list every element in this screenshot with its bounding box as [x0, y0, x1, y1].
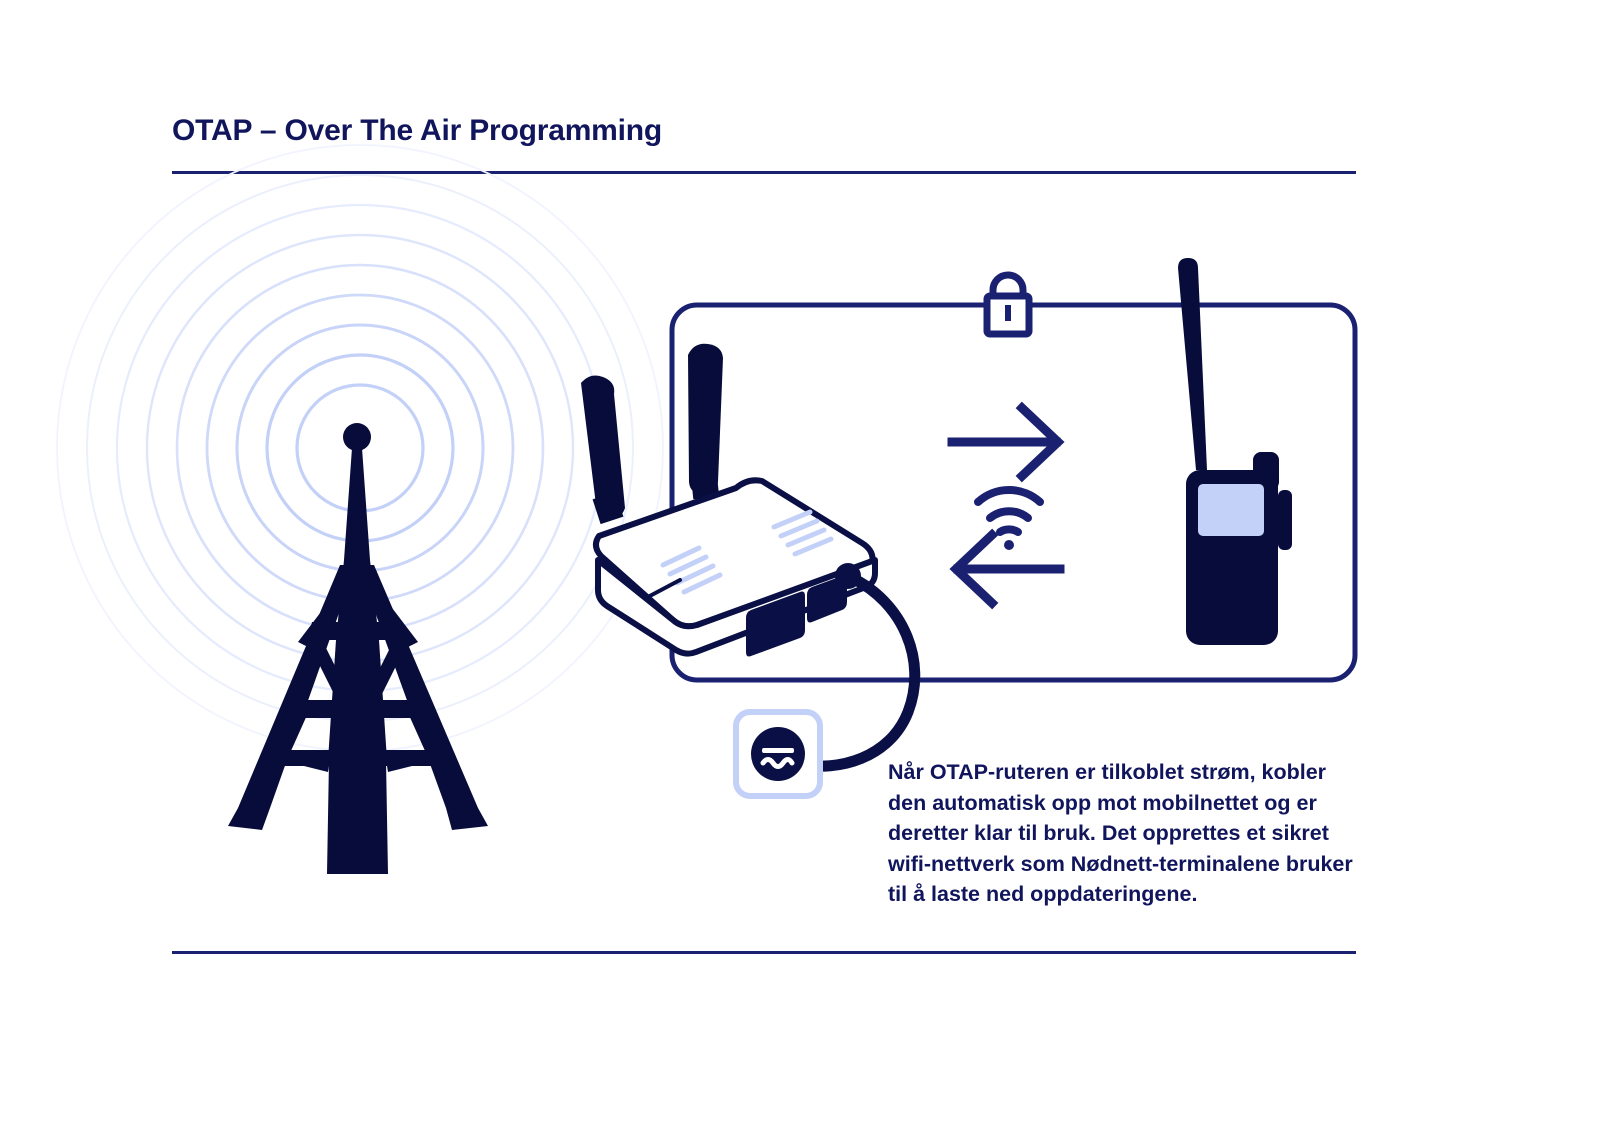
- radio-side-button: [1278, 490, 1292, 550]
- router-antenna-left: [581, 375, 625, 519]
- radio-body: [1186, 470, 1278, 645]
- radio-display: [1198, 484, 1264, 536]
- radio-antenna: [1178, 258, 1207, 470]
- page-title: OTAP – Over The Air Programming: [172, 114, 663, 147]
- otap-router: [581, 343, 878, 657]
- router-top-face: [593, 477, 876, 630]
- router-antenna-right-base: [690, 472, 720, 500]
- nodnett-handheld-radio: [1178, 258, 1292, 645]
- router-port-small: [807, 575, 847, 623]
- secure-connection-lock: [983, 271, 1033, 338]
- wifi-signal: [974, 486, 1044, 550]
- router-vents-right: [771, 509, 834, 557]
- header-divider: [172, 171, 1356, 174]
- arrow-left: [949, 528, 1065, 610]
- router-front-face: [595, 557, 878, 657]
- secure-network-frame: [669, 302, 1358, 683]
- router-vents-left: [660, 545, 723, 595]
- power-outlet-ac: [733, 709, 823, 799]
- radio-side-knob: [1253, 452, 1279, 490]
- router-power-jack: [835, 563, 861, 589]
- radio-waves: [56, 144, 664, 752]
- caption-text: Når OTAP-ruteren er tilkoblet strøm, kob…: [888, 760, 1353, 906]
- router-antenna-right: [688, 343, 723, 494]
- router-antenna-left-base: [592, 491, 624, 525]
- power-cable: [794, 572, 921, 772]
- arrow-right: [947, 401, 1065, 483]
- radio-mast-tower: [228, 423, 488, 874]
- router-port-large: [746, 591, 805, 657]
- footer-divider: [172, 951, 1356, 954]
- router-top-slot: [644, 578, 682, 600]
